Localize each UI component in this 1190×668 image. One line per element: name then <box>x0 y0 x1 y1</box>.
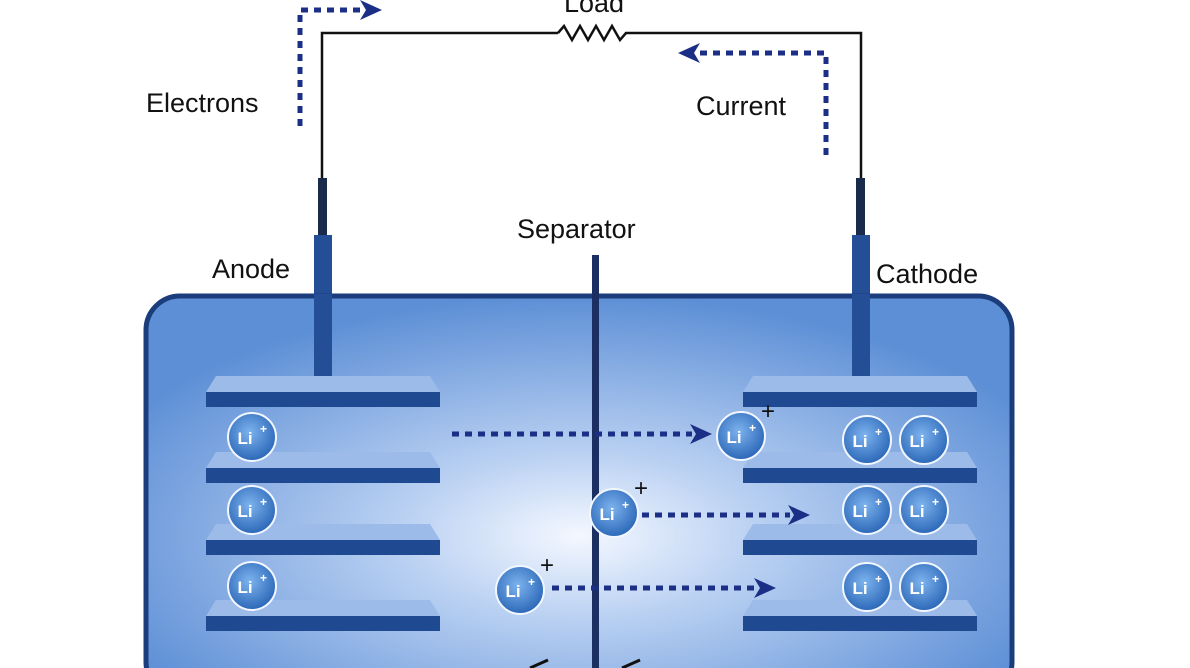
ion-arrowhead-bottom <box>754 578 776 598</box>
current-arrow <box>700 50 829 155</box>
ion-arrowhead-top <box>690 424 712 444</box>
ion-symbol: Li <box>237 502 252 521</box>
ion-charge: + <box>260 495 267 509</box>
lithium-ion: Li + + <box>716 398 775 461</box>
lithium-ion: Li + <box>899 485 949 535</box>
lithium-ion: Li + <box>227 561 277 611</box>
ion-charge: + <box>875 425 882 439</box>
ion-symbol: Li <box>909 502 924 521</box>
ion-charge-label: + <box>540 552 554 579</box>
cathode-plate <box>743 376 977 407</box>
ion-charge: + <box>260 571 267 585</box>
electrons-arrowhead <box>360 0 382 20</box>
lithium-ion: Li + <box>842 415 892 465</box>
ion-symbol: Li <box>909 432 924 451</box>
current-label: Current <box>696 91 787 121</box>
cathode-label: Cathode <box>876 259 978 289</box>
lithium-ion: Li + <box>899 415 949 465</box>
ion-arrowhead-middle <box>788 505 810 525</box>
lithium-ion: Li + <box>842 562 892 612</box>
ion-symbol: Li <box>237 578 252 597</box>
arrow-heads <box>360 0 810 598</box>
ion-symbol: Li <box>726 428 741 447</box>
anode-plates <box>206 376 440 631</box>
ion-charge: + <box>875 495 882 509</box>
ion-charge: + <box>932 425 939 439</box>
ion-charge: + <box>260 422 267 436</box>
ion-symbol: Li <box>505 582 520 601</box>
ion-symbol: Li <box>237 429 252 448</box>
electrons-label: Electrons <box>146 88 259 118</box>
ion-charge: + <box>749 421 756 435</box>
ion-symbol: Li <box>852 579 867 598</box>
anode-plate <box>206 376 440 407</box>
current-arrowhead <box>678 43 700 63</box>
ion-symbol: Li <box>909 579 924 598</box>
separator-label: Separator <box>517 214 636 244</box>
ion-charge: + <box>932 495 939 509</box>
ion-charge: + <box>622 498 629 512</box>
lithium-ion: Li + <box>842 485 892 535</box>
ion-symbol: Li <box>852 502 867 521</box>
separator <box>592 255 599 668</box>
electrons-arrow <box>297 7 362 126</box>
lithium-ion: Li + + <box>589 475 648 538</box>
anode-label: Anode <box>212 254 290 284</box>
lithium-ion: Li + <box>227 485 277 535</box>
ion-symbol: Li <box>599 505 614 524</box>
ion-charge: + <box>528 575 535 589</box>
ion-charge: + <box>932 572 939 586</box>
ion-symbol: Li <box>852 432 867 451</box>
load-label: Load <box>564 0 624 18</box>
ion-charge: + <box>875 572 882 586</box>
lithium-ion: Li + + <box>495 552 554 615</box>
ion-charge-label: + <box>634 475 648 502</box>
circuit-wire <box>320 23 863 178</box>
flow-arrows <box>297 7 829 591</box>
load-resistor <box>557 23 630 43</box>
bottom-flow-marks <box>529 658 641 668</box>
ion-charge-label: + <box>761 398 775 425</box>
lithium-ions: Li + Li + Li + Li + + Li + + Li + + Li + Li + Li + Li + Li + Li + <box>227 398 949 615</box>
lithium-ion: Li + <box>899 562 949 612</box>
lithium-ion: Li + <box>227 412 277 462</box>
